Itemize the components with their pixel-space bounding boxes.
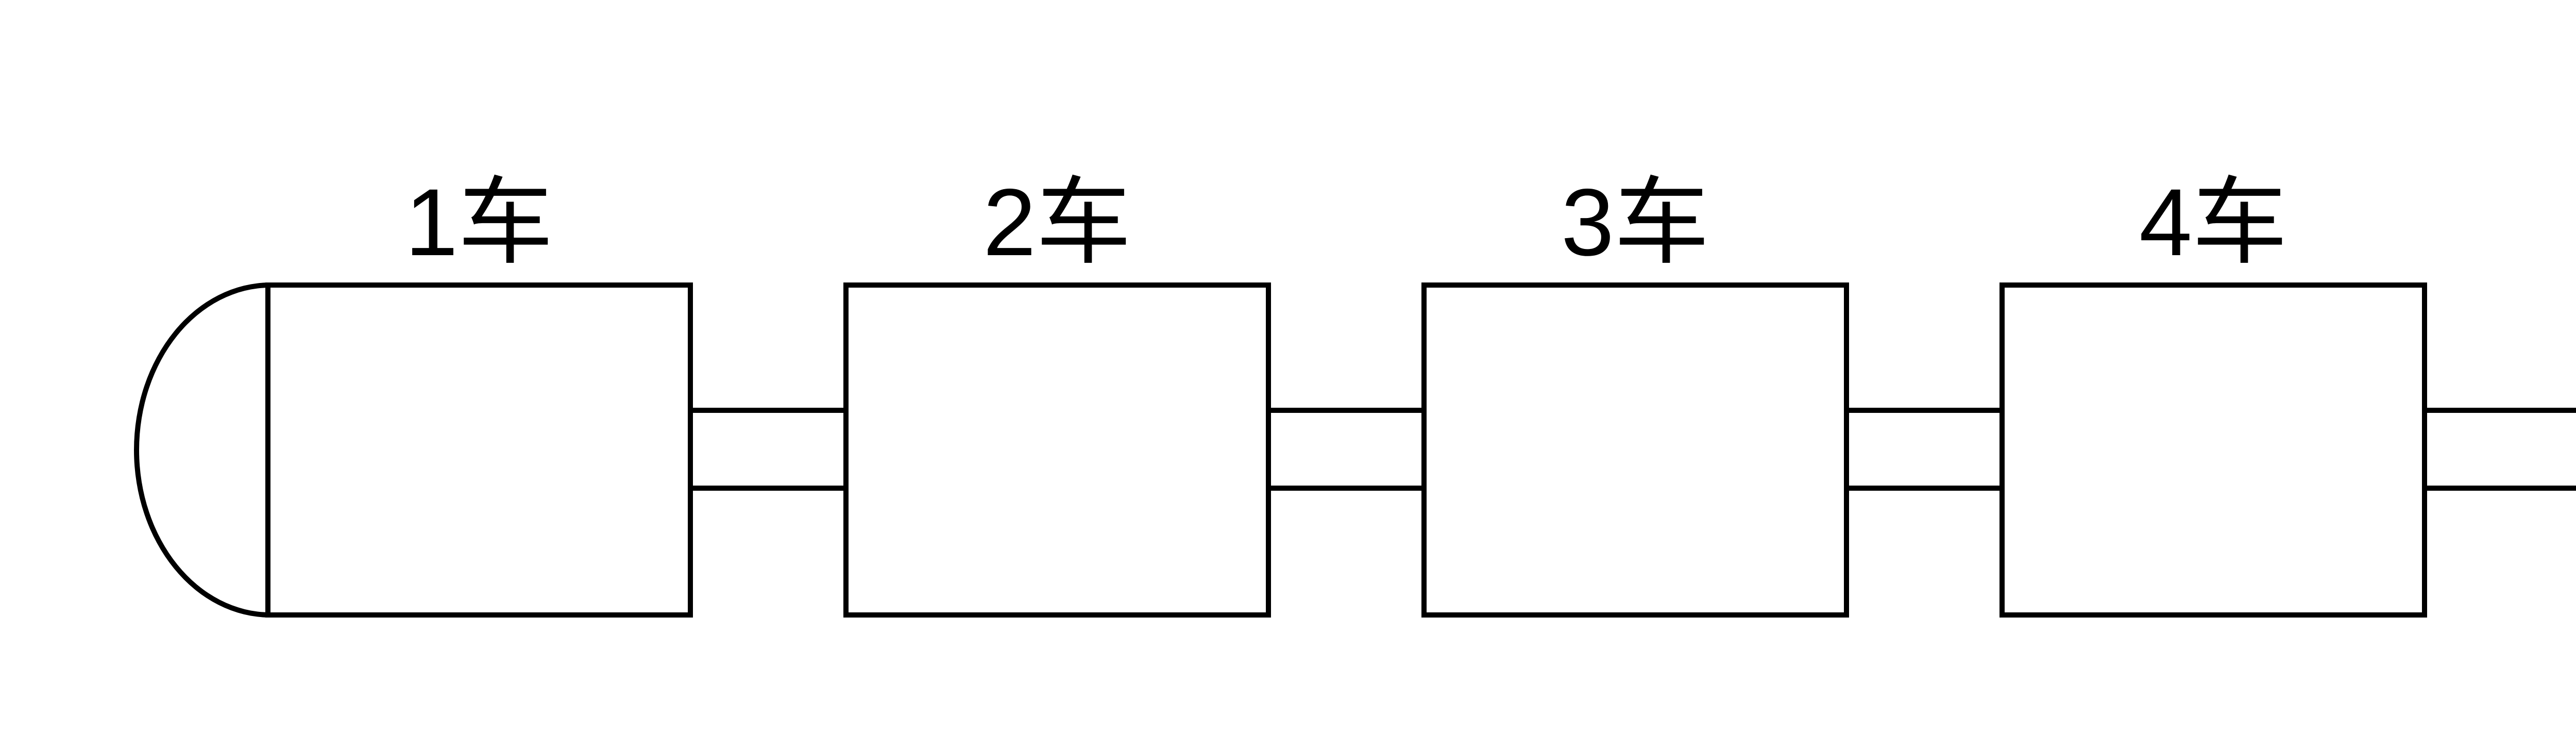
- car-box-4: [1999, 282, 2427, 618]
- car-label-2: 2车: [983, 170, 1131, 276]
- car-label-4: 4车: [2139, 170, 2287, 276]
- coupler-1-2: [690, 408, 846, 491]
- car-box-2: [843, 282, 1271, 618]
- coupler-4-5: [2425, 408, 2576, 491]
- front-nose-shape: [134, 282, 270, 618]
- coupler-3-4: [1846, 408, 2002, 491]
- car-box-3: [1421, 282, 1849, 618]
- car-label-1: 1车: [405, 170, 553, 276]
- car-label-3: 3车: [1561, 170, 1709, 276]
- coupler-2-3: [1268, 408, 1424, 491]
- car-box-1: [265, 282, 693, 618]
